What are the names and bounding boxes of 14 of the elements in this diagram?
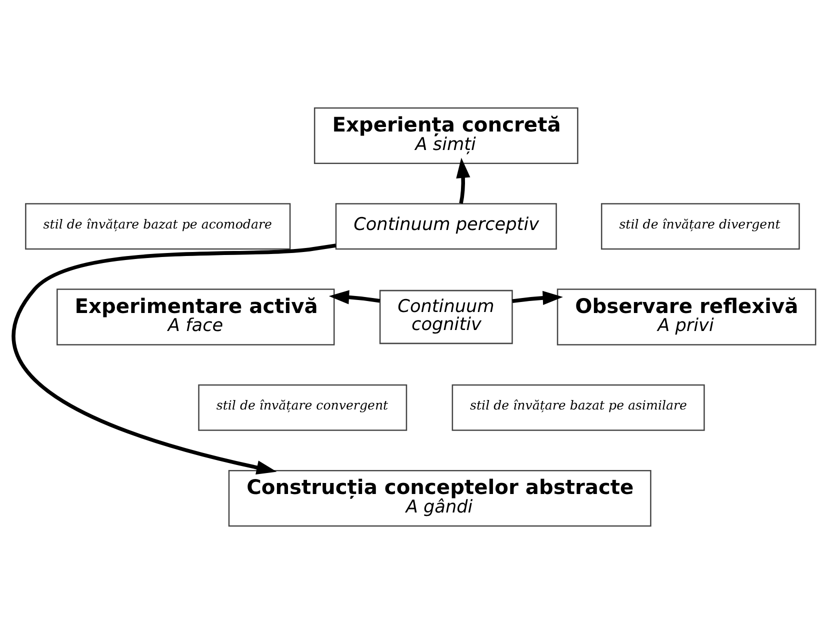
node-box: stil de învățare divergent	[600, 203, 800, 250]
node-box: Observare reflexivă A privi	[556, 288, 816, 346]
arrow	[328, 290, 380, 304]
node-box: Continuum cognitiv	[379, 290, 513, 344]
node-box: Experimentare activă A face	[56, 288, 335, 346]
node-box: Experiența concretă A simți	[314, 107, 578, 164]
node-box: stil de învățare bazat pe acomodare	[25, 203, 291, 250]
node-box: stil de învățare convergent	[198, 384, 408, 431]
arrow	[512, 290, 563, 305]
node-box: Construcția conceptelor abstracte A gândi	[228, 470, 652, 527]
node-box: stil de învățare bazat pe asimilare	[452, 384, 705, 431]
arrow	[456, 158, 470, 204]
node-box: Continuum perceptiv	[335, 203, 557, 250]
arrow	[12, 244, 336, 474]
